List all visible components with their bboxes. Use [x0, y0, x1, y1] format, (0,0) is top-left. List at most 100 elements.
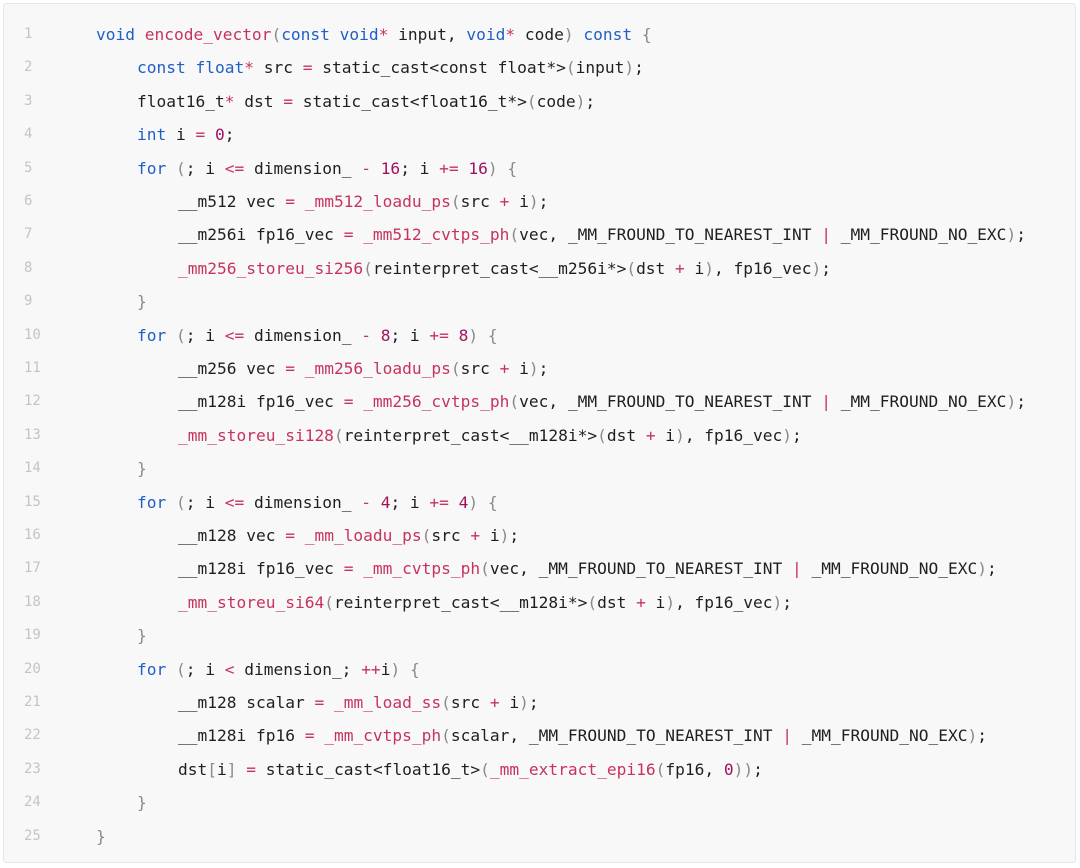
line-number: 12 [24, 393, 41, 410]
code-token [237, 760, 247, 779]
code-token: static_cast<float16_t> [256, 759, 481, 779]
code-token: _mm256_loadu_ps [304, 359, 451, 378]
line-number: 16 [24, 527, 41, 543]
code-token [498, 159, 508, 178]
code-token: ) [575, 91, 586, 111]
line-number: 10 [24, 326, 41, 343]
code-token: = [343, 225, 354, 245]
line-number: 2 [24, 59, 33, 76]
code-token [166, 493, 176, 512]
code-text: __m128i fp16_vec = _mm_cvtps_ph(vec, _MM… [178, 552, 997, 585]
code-token: + [636, 592, 646, 612]
code-token: ( [363, 258, 373, 278]
code-token: void [466, 25, 506, 44]
code-token: for [137, 659, 167, 679]
code-token: ) [977, 559, 987, 579]
code-text: _mm_storeu_si64(reinterpret_cast<__m128i… [178, 586, 792, 619]
code-token: | [821, 392, 831, 412]
code-token: dst [636, 258, 676, 278]
code-token: ; [585, 91, 596, 111]
code-line: 13_mm_storeu_si128(reinterpret_cast<__m1… [4, 419, 1075, 452]
code-token: + [489, 693, 500, 712]
line-number: 23 [24, 760, 41, 777]
code-token: _mm_storeu_si128 [178, 425, 334, 445]
code-token: += [439, 158, 459, 178]
code-token: __m512 vec [178, 192, 286, 211]
code-token: ( [333, 425, 344, 445]
code-token: ] [226, 759, 237, 779]
code-token: ) [468, 325, 479, 345]
code-text: } [137, 452, 147, 485]
code-token [574, 25, 584, 44]
code-token: ; [538, 359, 549, 378]
code-token [478, 326, 488, 345]
code-token: ) [733, 759, 744, 779]
code-text: for (; i < dimension_; ++i) { [137, 653, 420, 686]
code-token: ) [499, 526, 510, 545]
code-token: ) [967, 726, 978, 746]
code-token [324, 693, 334, 712]
line-number: 6 [24, 193, 33, 209]
code-token: input, [388, 25, 467, 44]
code-token: const [137, 58, 186, 78]
code-token: float16_t [137, 91, 225, 111]
code-token [314, 726, 324, 745]
code-line: 18_mm_storeu_si64(reinterpret_cast<__m12… [4, 586, 1075, 619]
code-line: 22__m128i fp16 = _mm_cvtps_ph(scalar, _M… [4, 719, 1075, 752]
code-token: ) [743, 759, 754, 779]
code-token: 16 [468, 158, 488, 178]
code-token: ) [1006, 392, 1017, 412]
code-token: ; [782, 592, 793, 612]
code-token: < [224, 659, 235, 679]
code-token [353, 225, 363, 244]
code-token: __m128i fp16_vec [178, 392, 344, 412]
code-text: __m128 vec = _mm_loadu_ps(src + i); [178, 519, 519, 552]
code-token: = [283, 91, 293, 111]
code-token: __m128i fp16_vec [178, 559, 344, 579]
code-token: src [253, 58, 303, 78]
code-token: ( [176, 659, 186, 679]
code-token: = [302, 58, 313, 78]
code-token: { [487, 492, 498, 512]
code-token: ; [792, 425, 802, 445]
code-token: 4 [380, 492, 391, 512]
code-line: 16 __m128 vec = _mm_loadu_ps(src + i); [4, 519, 1075, 552]
code-token: ( [526, 91, 537, 111]
code-token: | [782, 726, 793, 746]
code-token: } [137, 626, 147, 646]
code-token: reinterpret_cast<__m256i*> [372, 258, 627, 278]
code-token: ; [1016, 225, 1026, 245]
code-token: i [509, 192, 529, 211]
code-token: dst [234, 91, 284, 111]
code-token [371, 326, 381, 345]
code-token: i [499, 693, 520, 712]
code-text: _mm_storeu_si128(reinterpret_cast<__m128… [178, 419, 802, 452]
code-token: ) [665, 592, 676, 612]
code-token: for [137, 492, 167, 512]
code-token [166, 159, 176, 178]
code-token: ( [565, 58, 576, 78]
code-token: ) [704, 258, 715, 278]
code-token: ) [782, 425, 793, 445]
code-token: _MM_FROUND_NO_EXC [831, 392, 1007, 412]
code-token: } [137, 459, 147, 479]
code-token: encode_vector [144, 25, 272, 44]
code-token: input [575, 58, 625, 78]
code-token: 8 [458, 325, 469, 345]
code-line: 11__m256 vec = _mm256_loadu_ps(src + i); [4, 352, 1075, 385]
code-token: = [343, 392, 354, 412]
code-token: i [380, 659, 391, 679]
line-number: 3 [24, 92, 33, 109]
code-token: * [378, 25, 389, 44]
code-text: } [96, 820, 106, 853]
code-token: { [409, 659, 420, 679]
code-token: ( [509, 225, 520, 245]
code-line: 19} [4, 619, 1075, 652]
code-token: ) [624, 58, 635, 78]
code-text: __m256i fp16_vec = _mm512_cvtps_ph(vec, … [178, 218, 1026, 251]
code-token: ( [176, 325, 186, 345]
code-token: ( [655, 759, 666, 779]
